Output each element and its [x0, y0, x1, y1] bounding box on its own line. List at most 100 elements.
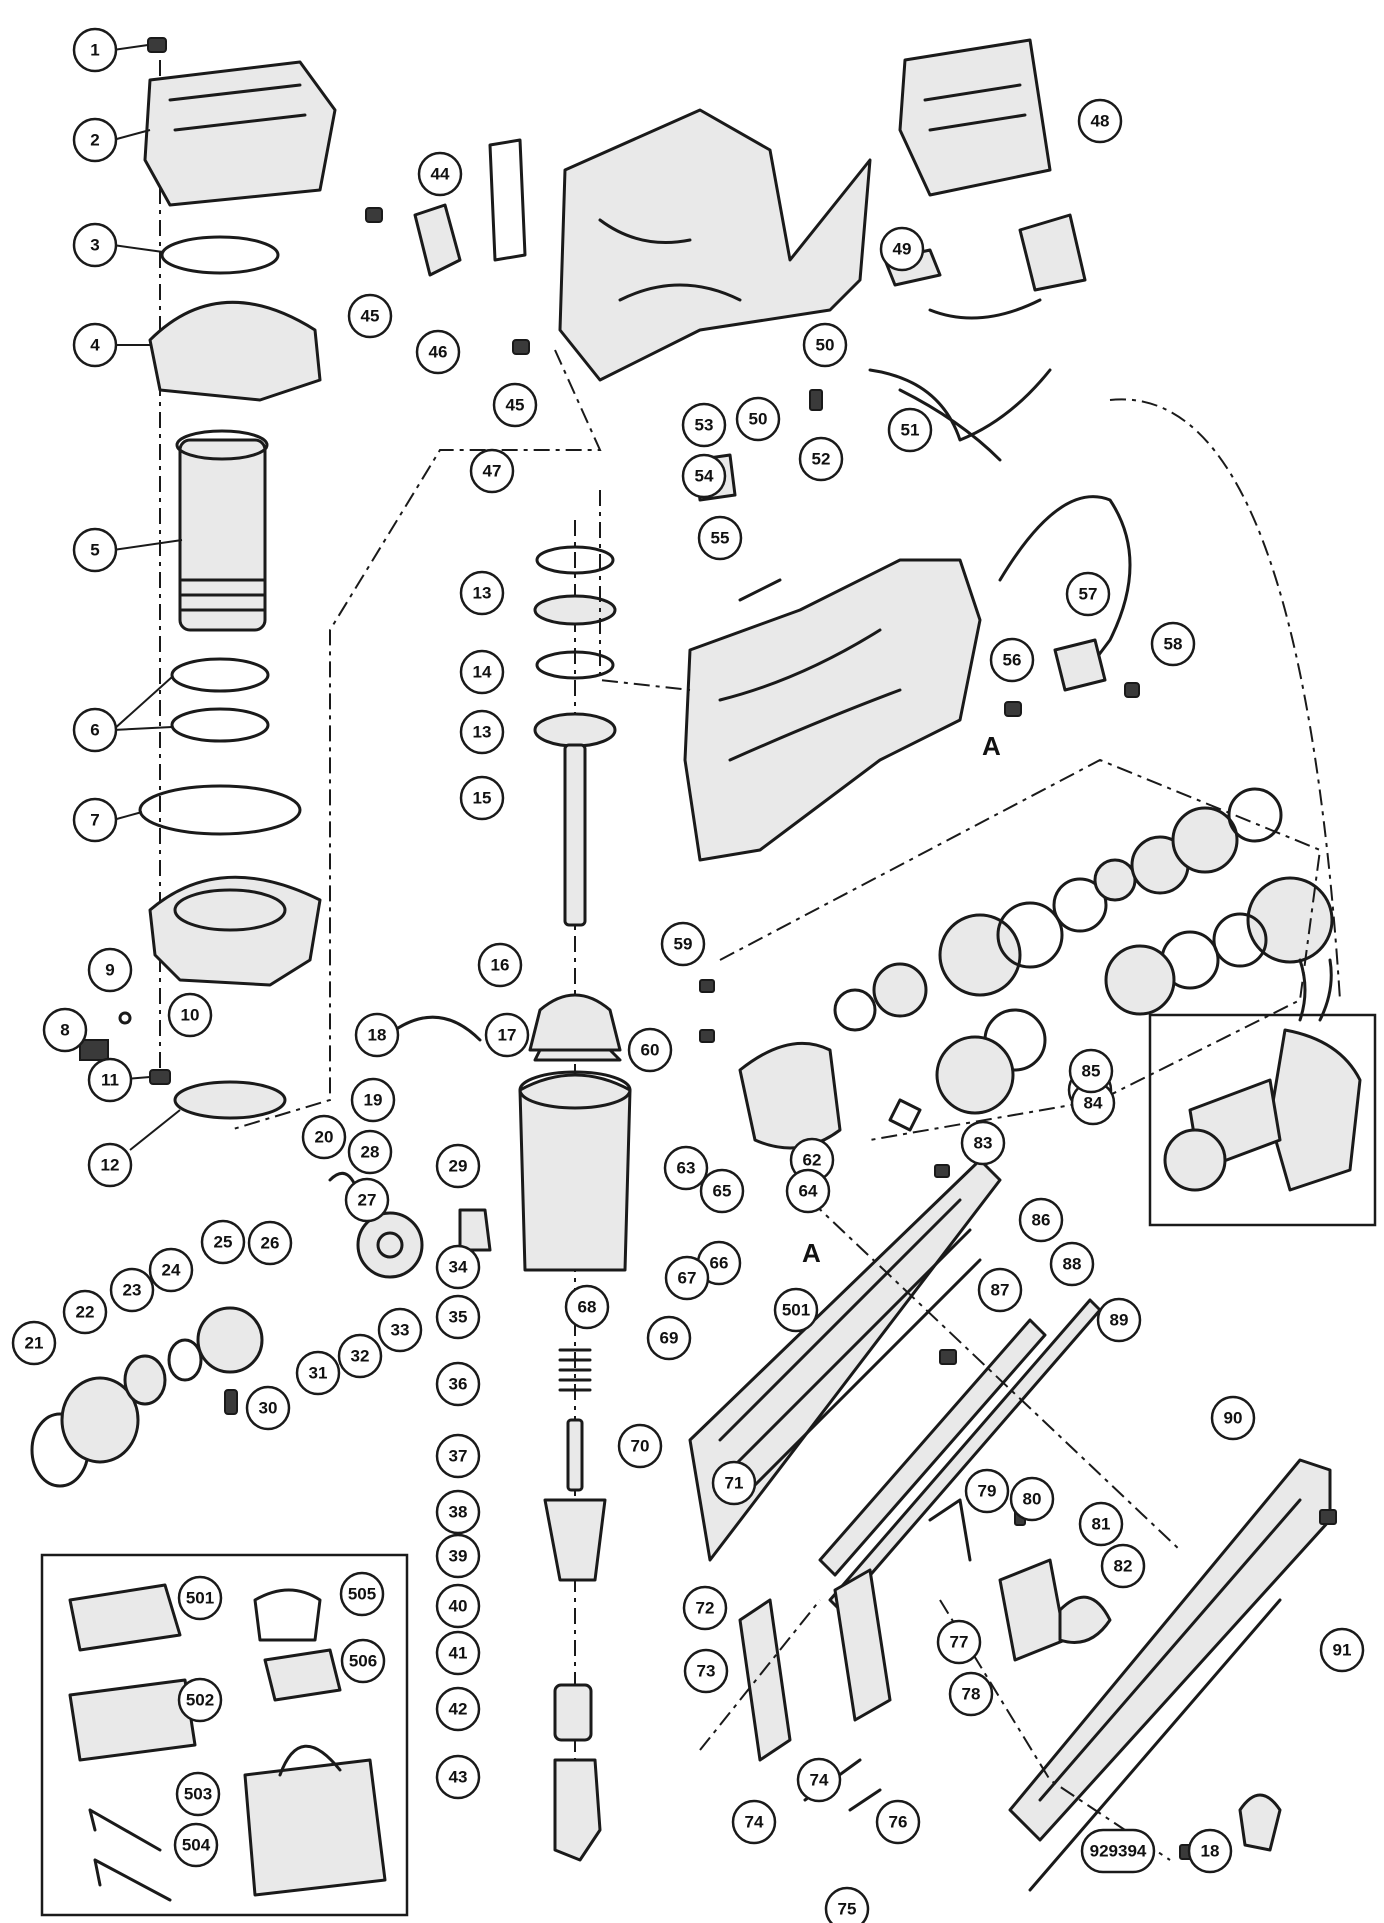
callout-80: 80 [1009, 1476, 1055, 1522]
callout-label: 72 [696, 1599, 715, 1618]
callout-label: 69 [660, 1329, 679, 1348]
callout-bubble [435, 1489, 481, 1535]
callout-bubble [177, 1575, 223, 1621]
callout-label: 4 [90, 336, 100, 355]
callout-bubble [435, 1143, 481, 1189]
callout-bubble [731, 1799, 777, 1845]
callout-bubble [177, 1677, 223, 1723]
callout-label: 91 [1333, 1641, 1352, 1660]
callout-bubble [377, 1307, 423, 1353]
callout-55: 55 [697, 515, 743, 561]
callout-label: 57 [1079, 585, 1098, 604]
callout-label: 82 [1114, 1557, 1133, 1576]
callout-1: 1 [72, 27, 118, 73]
callout-42: 42 [435, 1686, 481, 1732]
callout-label: 1 [90, 41, 99, 60]
callout-bubble [1049, 1241, 1095, 1287]
callout-bubble [796, 1757, 842, 1803]
callout-bubble [697, 515, 743, 561]
motor [1148, 958, 1377, 1227]
callout-bubble [681, 453, 727, 499]
callout-label: 54 [695, 467, 714, 486]
callout-bubble [1078, 1501, 1124, 1547]
callout-11: 11 [87, 1057, 133, 1103]
callout-22: 22 [62, 1289, 108, 1335]
callout-bubble [459, 775, 505, 821]
callout-90: 90 [1210, 1395, 1256, 1441]
callout-44: 44 [417, 151, 463, 197]
callout-bubble [247, 1220, 293, 1266]
callout-bubble [977, 1267, 1023, 1313]
callout-label: 10 [181, 1006, 200, 1025]
callout-label: 87 [991, 1281, 1010, 1300]
callout-bubble [887, 407, 933, 453]
callout-bubble [173, 1822, 219, 1868]
callout-label: 27 [358, 1191, 377, 1210]
callout-76: 76 [875, 1799, 921, 1845]
callout-label: 11 [101, 1071, 119, 1090]
housing-assembly [365, 38, 1087, 502]
callout-502: 502 [177, 1677, 223, 1723]
callout-15: 15 [459, 775, 505, 821]
callout-bubble [167, 992, 213, 1038]
callout-bubble [964, 1468, 1010, 1514]
callout-501: 501 [177, 1575, 223, 1621]
callout-30: 30 [245, 1385, 291, 1431]
callout-33: 33 [377, 1307, 423, 1353]
callout-bubble [646, 1315, 692, 1361]
callout-bubble [72, 797, 118, 843]
callout-label: 80 [1023, 1490, 1042, 1509]
callout-label: 36 [449, 1375, 468, 1394]
callout-50: 50 [735, 396, 781, 442]
section-marker-a: A [802, 1238, 821, 1268]
callout-25: 25 [200, 1219, 246, 1265]
callout-bubble [175, 1771, 221, 1817]
callout-label: 12 [101, 1156, 120, 1175]
callout-bubble [875, 1799, 921, 1845]
callout-bubble [802, 322, 848, 368]
callout-69: 69 [646, 1315, 692, 1361]
callout-4: 4 [72, 322, 118, 368]
callout-bubble [72, 527, 118, 573]
callout-2: 2 [72, 117, 118, 163]
callout-bubble [347, 1129, 393, 1175]
callout-505: 505 [339, 1571, 385, 1617]
callout-bubble [960, 1120, 1006, 1166]
callout-bubble [1080, 1828, 1156, 1874]
callout-71: 71 [711, 1460, 757, 1506]
callout-label: 85 [1082, 1062, 1101, 1081]
callout-26: 26 [247, 1220, 293, 1266]
callout-87: 87 [977, 1267, 1023, 1313]
callout-label: 88 [1063, 1255, 1082, 1274]
callout-32: 32 [337, 1333, 383, 1379]
callout-52: 52 [798, 436, 844, 482]
callout-bubble [699, 1168, 745, 1214]
callout-label: 81 [1092, 1515, 1111, 1534]
callout-label: 20 [315, 1128, 334, 1147]
callout-bubble [1065, 571, 1111, 617]
callout-bubble [435, 1583, 481, 1629]
callout-bubble [936, 1619, 982, 1665]
callout-81: 81 [1078, 1501, 1124, 1547]
callout-bubble [62, 1289, 108, 1335]
callout-40: 40 [435, 1583, 481, 1629]
callout-bubble [627, 1027, 673, 1073]
callout-74: 74 [796, 1757, 842, 1803]
callout-bubble [664, 1255, 710, 1301]
handle-shell [683, 495, 1140, 862]
callout-bubble [354, 1012, 400, 1058]
callout-label: 55 [711, 529, 730, 548]
callout-bubble [435, 1630, 481, 1676]
callout-label: 19 [364, 1091, 383, 1110]
callout-label: 30 [259, 1399, 278, 1418]
callout-bubble [435, 1433, 481, 1479]
callout-41: 41 [435, 1630, 481, 1676]
callout-label: 18 [368, 1026, 387, 1045]
callout-10: 10 [167, 992, 213, 1038]
callout-label: 29 [449, 1157, 468, 1176]
callout-bubble [682, 1585, 728, 1631]
callout-label: 50 [749, 410, 768, 429]
callout-84: 84 [1070, 1080, 1116, 1126]
callout-bubble [785, 1168, 831, 1214]
callout-82: 82 [1100, 1543, 1146, 1589]
